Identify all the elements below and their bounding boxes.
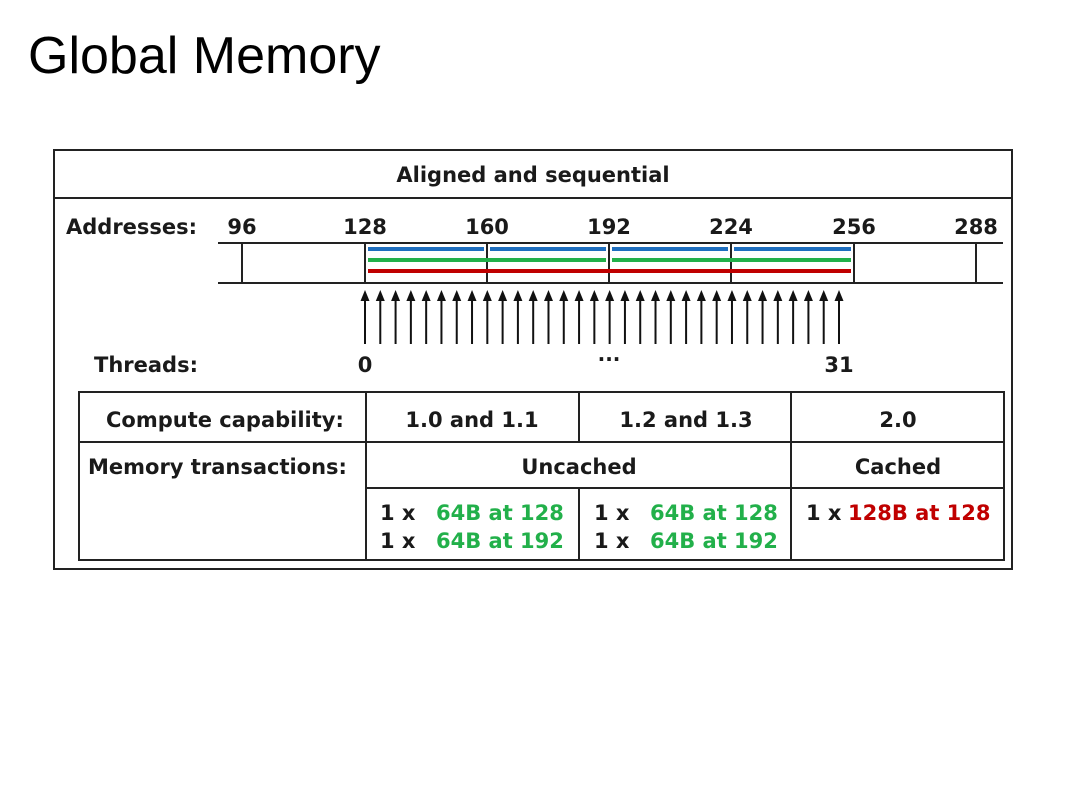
capability-table xyxy=(78,391,1005,561)
address-label-160: 160 xyxy=(465,215,509,239)
thread-arrow xyxy=(559,290,569,344)
address-label-224: 224 xyxy=(709,215,753,239)
col3-row1-count: 1 x xyxy=(806,501,842,525)
thread-arrow xyxy=(635,290,645,344)
thread-arrow xyxy=(681,290,691,344)
col2-row2-count: 1 x xyxy=(594,529,630,553)
thread-arrow xyxy=(620,290,630,344)
thread-arrow xyxy=(574,290,584,344)
thread-arrow xyxy=(498,290,508,344)
thread-arrow xyxy=(452,290,462,344)
segment-lines xyxy=(368,247,851,273)
diagram-heading: Aligned and sequential xyxy=(396,163,669,187)
address-label-256: 256 xyxy=(832,215,876,239)
thread-arrow xyxy=(819,290,829,344)
uncached-label: Uncached xyxy=(521,455,636,479)
thread-arrow xyxy=(712,290,722,344)
col2-row1-detail: 64B at 128 xyxy=(650,501,778,525)
thread-arrow xyxy=(727,290,737,344)
capability-2-0: 2.0 xyxy=(879,408,916,432)
thread-arrow xyxy=(589,290,599,344)
thread-arrow xyxy=(696,290,706,344)
col2-row2-detail: 64B at 192 xyxy=(650,529,778,553)
thread-last: 31 xyxy=(824,353,853,377)
thread-arrow xyxy=(605,290,615,344)
thread-arrow xyxy=(742,290,752,344)
thread-arrow xyxy=(513,290,523,344)
thread-arrow xyxy=(834,290,844,344)
thread-arrow xyxy=(375,290,385,344)
address-labels: 96 128 160 192 224 256 288 xyxy=(227,215,998,239)
capability-1-0-1-1: 1.0 and 1.1 xyxy=(405,408,538,432)
thread-arrow xyxy=(360,290,370,344)
thread-arrow xyxy=(391,290,401,344)
thread-arrow xyxy=(651,290,661,344)
address-label-192: 192 xyxy=(587,215,631,239)
thread-first: 0 xyxy=(358,353,373,377)
memory-segment-dividers xyxy=(241,243,977,283)
col1-row2-count: 1 x xyxy=(380,529,416,553)
col1-row1-detail: 64B at 128 xyxy=(436,501,564,525)
thread-arrow xyxy=(803,290,813,344)
col1-row1-count: 1 x xyxy=(380,501,416,525)
col3-row1-detail: 128B at 128 xyxy=(848,501,991,525)
cached-label: Cached xyxy=(855,455,941,479)
thread-arrow xyxy=(436,290,446,344)
thread-arrow xyxy=(773,290,783,344)
thread-arrow xyxy=(788,290,798,344)
thread-ellipsis: ··· xyxy=(598,347,621,371)
thread-arrow xyxy=(482,290,492,344)
capability-1-2-1-3: 1.2 and 1.3 xyxy=(619,408,752,432)
thread-arrow xyxy=(758,290,768,344)
thread-arrow xyxy=(467,290,477,344)
address-label-128: 128 xyxy=(343,215,387,239)
thread-arrows xyxy=(360,290,844,344)
diagram-frame xyxy=(53,149,1013,570)
address-label-96: 96 xyxy=(227,215,256,239)
thread-arrow xyxy=(421,290,431,344)
thread-arrow xyxy=(406,290,416,344)
thread-arrow xyxy=(528,290,538,344)
address-label-288: 288 xyxy=(954,215,998,239)
slide-title: Global Memory xyxy=(28,27,381,85)
thread-arrow xyxy=(543,290,553,344)
memory-transactions-label: Memory transactions: xyxy=(88,455,347,479)
addresses-label: Addresses: xyxy=(66,215,197,239)
threads-label: Threads: xyxy=(94,353,198,377)
compute-capability-label: Compute capability: xyxy=(106,408,344,432)
thread-arrow xyxy=(666,290,676,344)
col1-row2-detail: 64B at 192 xyxy=(436,529,564,553)
col2-row1-count: 1 x xyxy=(594,501,630,525)
